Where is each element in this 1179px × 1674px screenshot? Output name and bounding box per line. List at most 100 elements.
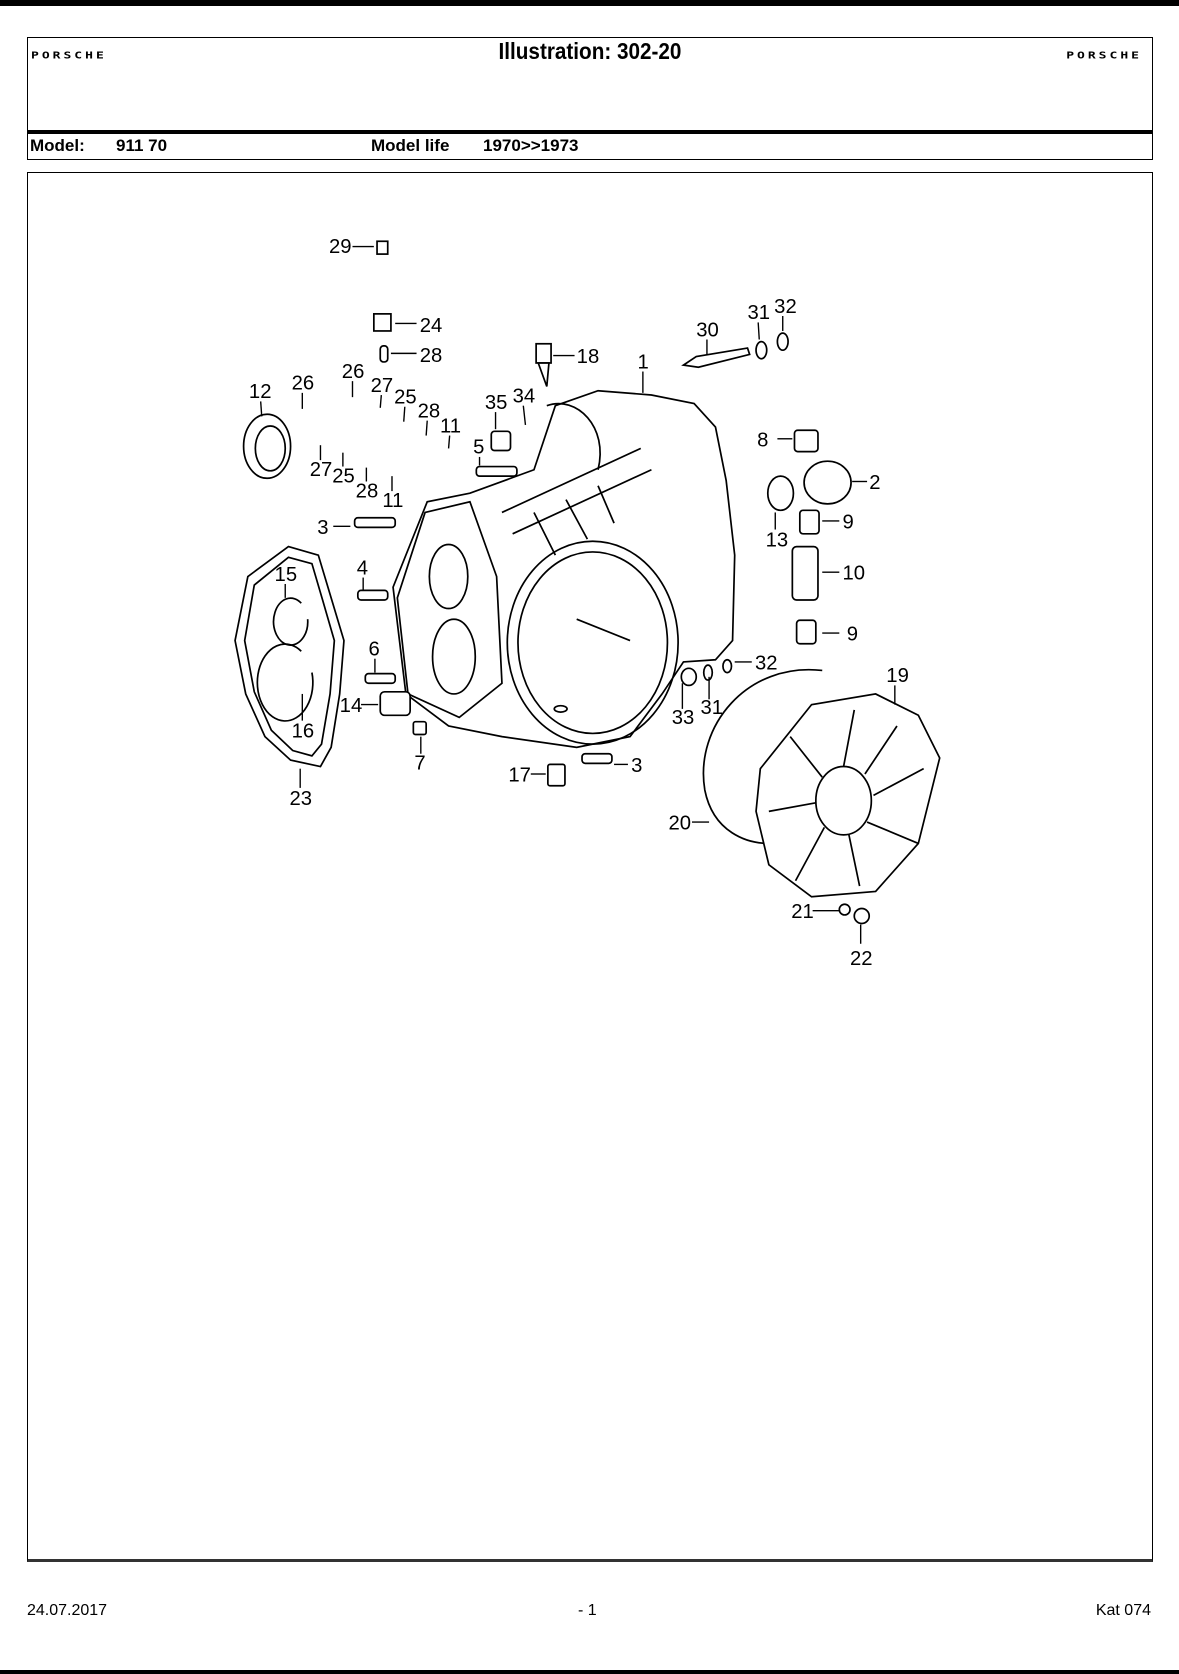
bolt-30 [681,347,751,369]
stud-3 [353,516,397,529]
callout-number: 20 [669,813,692,835]
bush-2 [803,460,852,505]
stud-4 [356,589,389,601]
nut-33 [680,667,698,687]
callout-number: 19 [886,665,909,687]
bush-35 [490,430,512,452]
callout-number: 9 [843,511,854,533]
page-title: Illustration: 302-20 [498,38,682,64]
callout-number: 1 [638,351,649,373]
porsche-logo-right: PORSCHE [1066,50,1142,62]
footer-page-number: - 1 [578,1602,597,1619]
callout-number: 12 [249,381,272,403]
callout-number: 34 [513,385,536,407]
callout-number: 30 [696,319,719,341]
model-label: Model: [30,136,85,155]
callout-number: 31 [701,697,724,719]
callout-number: 27 [310,459,333,481]
callout-number: 28 [356,481,379,503]
washer-31 [755,340,768,360]
tube-10 [791,545,819,601]
footer-catalog: Kat 074 [1095,1602,1151,1619]
pin-29 [376,240,389,255]
callout-number: 14 [340,695,363,717]
transmission-housing-1 [392,389,736,749]
callout-number: 8 [757,429,768,451]
callout-number: 15 [275,564,298,586]
stud-3b [581,752,613,765]
callout-number: 18 [577,346,600,368]
seal-13 [766,475,795,512]
callout-number: 5 [473,437,484,459]
callout-number: 11 [440,415,461,437]
callout-leader-line [425,420,428,436]
circlip-16 [256,643,314,722]
callout-number: 2 [869,472,880,494]
callout-number: 28 [418,400,441,422]
callout-number: 32 [774,296,797,318]
callout-number: 23 [290,788,313,810]
bush-9-upper [798,509,820,535]
callout-number: 11 [382,490,403,512]
callout-number: 27 [371,375,394,397]
washer-32 [776,332,789,352]
callout-number: 7 [414,753,425,775]
model-value: 911 70 [116,136,168,155]
callout-number: 35 [485,392,508,414]
washer-32b [722,658,733,674]
model-life-value: 1970>>1973 [483,136,579,155]
callout-number: 4 [357,557,368,579]
callout-leader-line [447,435,451,449]
nut-22 [853,907,871,925]
plug-17 [547,763,566,787]
callout-number: 25 [332,466,355,488]
seal-12 [242,413,292,480]
parts-drawing [234,240,941,925]
sleeve-14 [379,690,411,717]
pin-28 [379,345,389,363]
callout-leader-line [757,322,760,340]
callout-number: 16 [292,721,315,743]
callout-number: 13 [766,530,789,552]
porsche-logo-left: PORSCHE [31,50,107,62]
bell-housing-opening [506,540,679,745]
callout-number: 10 [843,563,866,585]
callout-number: 32 [755,652,778,674]
callout-number: 22 [850,948,873,970]
callout-number: 3 [631,755,642,777]
washer-21 [838,903,851,916]
illustration-frame [27,172,1153,1562]
bush-8 [793,429,819,453]
callout-number: 29 [329,236,352,258]
callout-number: 25 [394,387,417,409]
gasket-20 [702,668,823,845]
callout-number: 28 [420,345,443,367]
callout-number: 31 [748,302,771,324]
stud-5 [475,465,518,478]
header-box: PORSCHE Illustration: 302-20 PORSCHE [27,37,1153,134]
callout-leader-line [403,406,406,422]
bush-9-lower [795,619,817,645]
callout-number: 17 [508,764,531,786]
callout-leader-line [259,401,263,417]
model-life-label: Model life [371,136,450,155]
stud-6 [364,672,397,685]
plug-24 [372,313,392,332]
callout-number: 3 [317,517,328,539]
washer-31b [702,664,714,681]
pin-7 [412,720,428,736]
callout-number: 24 [420,315,443,337]
callout-leader-line [522,405,527,425]
side-cover-19 [755,693,941,898]
circlip-15 [272,597,309,646]
top-border [0,0,1179,6]
bottom-border [0,1670,1179,1674]
callout-number: 33 [672,707,695,729]
callout-number: 9 [847,624,858,646]
callout-leader-line [379,394,383,408]
callout-number: 21 [791,901,814,923]
callout-number: 26 [292,373,315,395]
callout-number: 6 [369,639,380,661]
breather-18 [535,342,552,364]
